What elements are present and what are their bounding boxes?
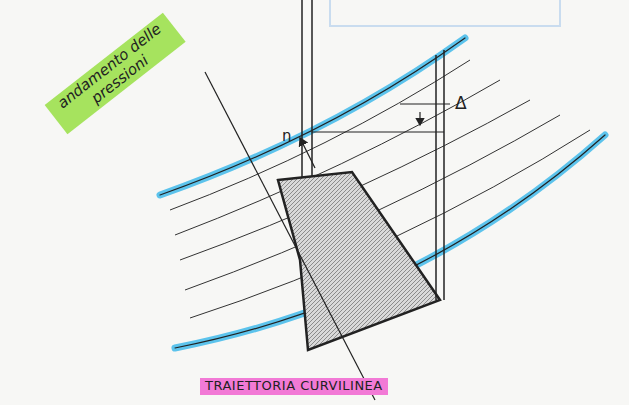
trajectory-note: TRAIETTORIA CURVILINEA bbox=[200, 378, 388, 395]
pressure-note: andamento delle pressioni bbox=[45, 13, 186, 134]
delta-dimension: Δ bbox=[455, 94, 467, 114]
faint-box bbox=[330, 0, 560, 26]
normal-label: n bbox=[282, 128, 292, 145]
